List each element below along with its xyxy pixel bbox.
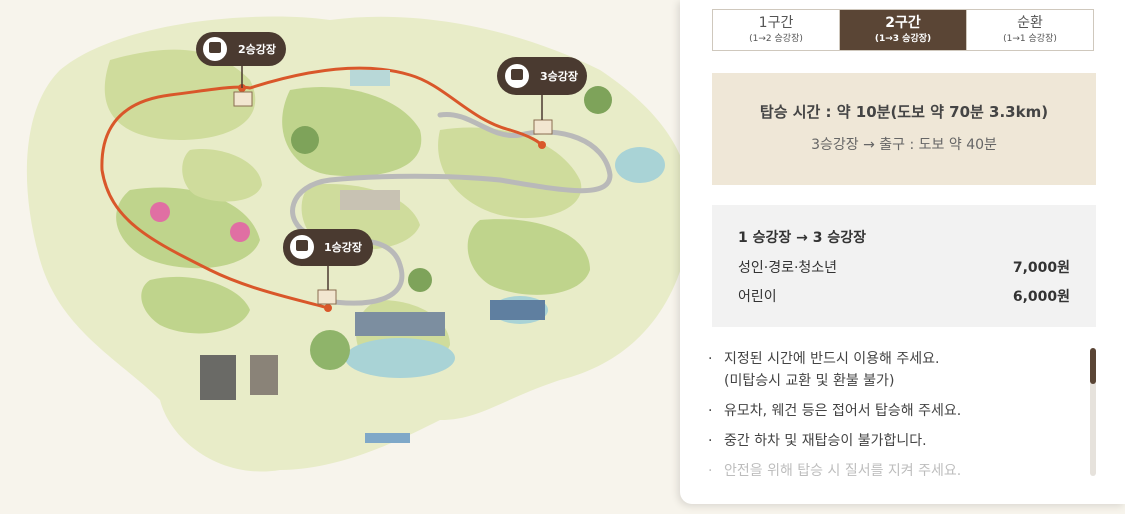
fare-value: 6,000원 bbox=[1012, 289, 1070, 305]
info-panel: 1구간 (1→2 승강장) 2구간 (1→3 승강장) 순환 (1→1 승강장)… bbox=[680, 0, 1125, 504]
forest-patch bbox=[438, 127, 582, 219]
notice-item: · 중간 하차 및 재탑승이 불가합니다. bbox=[708, 430, 1088, 452]
tree bbox=[408, 268, 432, 292]
fare-row-child: 어린이 6,000원 bbox=[738, 286, 1070, 306]
tab-title: 1구간 bbox=[758, 14, 794, 31]
building bbox=[340, 190, 400, 210]
forest-patch bbox=[141, 276, 250, 334]
stop-3-dot bbox=[538, 141, 546, 149]
notice-item: · 유모차, 웨건 등은 접어서 탑승해 주세요. bbox=[708, 400, 1088, 422]
station-hut bbox=[533, 119, 553, 135]
fare-label: 어린이 bbox=[738, 289, 777, 305]
ride-time: 탑승 시간 : 약 10분(도보 약 70분 3.3km) bbox=[759, 103, 1049, 121]
notice-text: 유모차, 웨건 등은 접어서 탑승해 주세요. bbox=[724, 403, 962, 419]
stop-1-label: 1승강장 bbox=[324, 240, 362, 254]
station-hut bbox=[233, 91, 253, 107]
forest-patch bbox=[282, 86, 422, 177]
building bbox=[200, 355, 236, 400]
forest-patch bbox=[467, 219, 590, 295]
stop-marker-3[interactable]: 3승강장 bbox=[497, 57, 587, 120]
stop-1-dot bbox=[324, 304, 332, 312]
tab-title: 2구간 bbox=[885, 14, 921, 31]
notice-text: 중간 하차 및 재탑승이 불가합니다. bbox=[724, 433, 927, 449]
notice-scrollbar[interactable] bbox=[1090, 348, 1096, 476]
bullet-icon: · bbox=[708, 351, 713, 367]
bridge bbox=[365, 433, 410, 443]
greenhouse bbox=[350, 70, 390, 86]
tab-subtitle: (1→2 승강장) bbox=[749, 33, 803, 44]
ride-info-box: 탑승 시간 : 약 10분(도보 약 70분 3.3km) 3승강장 → 출구 … bbox=[712, 73, 1096, 185]
tree bbox=[584, 86, 612, 114]
tab-subtitle: (1→1 승강장) bbox=[1003, 33, 1057, 44]
fare-row-adult: 성인·경로·청소년 7,000원 bbox=[738, 257, 1070, 277]
tab-subtitle: (1→3 승강장) bbox=[874, 33, 932, 44]
building bbox=[490, 300, 545, 320]
flower bbox=[150, 202, 170, 222]
fare-value: 7,000원 bbox=[1012, 260, 1070, 276]
garden-map: 2승강장 3승강장 1승강장 bbox=[26, 16, 690, 472]
notice-text: 지정된 시간에 반드시 이용해 주세요. bbox=[724, 351, 940, 367]
notice-item: · 안전을 위해 탑승 시 질서를 지켜 주세요. bbox=[708, 460, 1088, 476]
map-illustration: 2승강장 3승강장 1승강장 bbox=[26, 16, 690, 472]
tree bbox=[291, 126, 319, 154]
stop-3-label: 3승강장 bbox=[540, 69, 578, 83]
section-tabs: 1구간 (1→2 승강장) 2구간 (1→3 승강장) 순환 (1→1 승강장) bbox=[712, 9, 1094, 51]
train-icon bbox=[296, 240, 308, 251]
pond bbox=[615, 147, 665, 183]
tree bbox=[310, 330, 350, 370]
notice-text: 안전을 위해 탑승 시 질서를 지켜 주세요. bbox=[724, 463, 962, 476]
building bbox=[250, 355, 278, 395]
notice-item: · 지정된 시간에 반드시 이용해 주세요. (미탑승시 교환 및 환불 불가) bbox=[708, 348, 1088, 392]
tab-section-1[interactable]: 1구간 (1→2 승강장) bbox=[713, 10, 840, 50]
notice-list[interactable]: · 지정된 시간에 반드시 이용해 주세요. (미탑승시 교환 및 환불 불가)… bbox=[708, 348, 1088, 476]
stop-marker-2[interactable]: 2승강장 bbox=[196, 32, 286, 88]
bullet-icon: · bbox=[708, 433, 713, 449]
pond bbox=[345, 338, 455, 378]
scrollbar-thumb[interactable] bbox=[1090, 348, 1096, 384]
fare-box: 1 승강장 → 3 승강장 성인·경로·청소년 7,000원 어린이 6,000… bbox=[712, 205, 1096, 327]
stop-marker-1[interactable]: 1승강장 bbox=[283, 229, 373, 290]
tab-circular[interactable]: 순환 (1→1 승강장) bbox=[967, 10, 1093, 50]
bullet-icon: · bbox=[708, 403, 713, 419]
flower bbox=[230, 222, 250, 242]
route-line bbox=[100, 66, 544, 310]
train-icon bbox=[209, 42, 221, 53]
stop-2-label: 2승강장 bbox=[238, 42, 276, 56]
train-icon bbox=[511, 69, 523, 80]
fare-label: 성인·경로·청소년 bbox=[738, 260, 838, 276]
fare-route: 1 승강장 → 3 승강장 bbox=[738, 230, 866, 246]
bullet-icon: · bbox=[708, 463, 713, 476]
building bbox=[355, 312, 445, 336]
station-hut bbox=[317, 289, 337, 305]
tab-title: 순환 bbox=[1017, 14, 1043, 31]
exit-time: 3승강장 → 출구 : 도보 약 40분 bbox=[811, 137, 997, 153]
forest-patch bbox=[182, 149, 262, 202]
notice-text: (미탑승시 교환 및 환불 불가) bbox=[724, 373, 895, 389]
tab-section-2[interactable]: 2구간 (1→3 승강장) bbox=[840, 10, 967, 50]
